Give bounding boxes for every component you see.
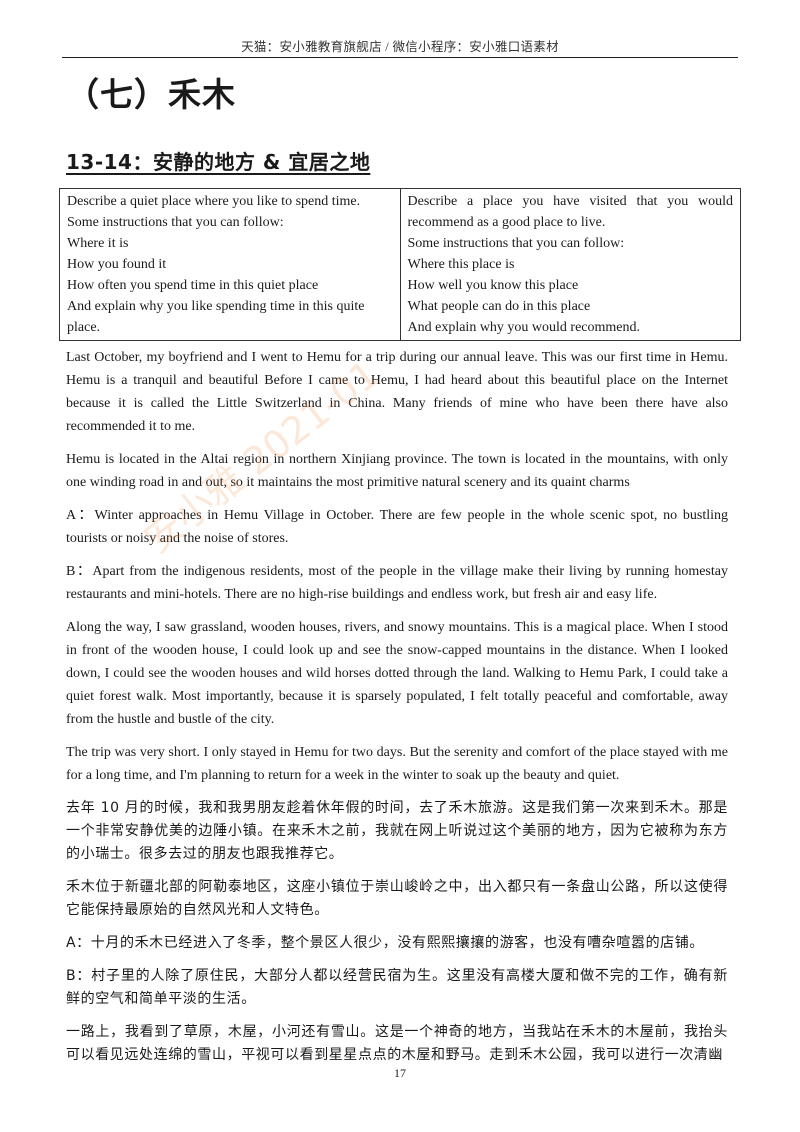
chapter-title: （七）禾木 (66, 75, 236, 114)
section-title: 13-14：安静的地方 & 宜居之地 (66, 150, 371, 174)
cue-line: How often you spend time in this quiet p… (67, 278, 319, 293)
paragraph-en: Last October, my boyfriend and I went to… (66, 350, 728, 434)
cue-line: Describe a place you have visited that y… (407, 194, 734, 230)
header-divider (62, 57, 738, 58)
cue-line: Some instructions that you can follow: (67, 215, 284, 230)
paragraph-zh: 去年 10 月的时候，我和我男朋友趁着休年假的时间，去了禾木旅游。这是我们第一次… (66, 800, 728, 862)
cue-card-right: Describe a place you have visited that y… (399, 188, 741, 341)
paragraph-zh: A：十月的禾木已经进入了冬季，整个景区人很少，没有熙熙攘攘的游客，也没有嘈杂喧嚣… (66, 935, 704, 951)
cue-line: Describe a quiet place where you like to… (67, 194, 361, 209)
article-body: Last October, my boyfriend and I went to… (66, 346, 728, 1077)
paragraph-en: Along the way, I saw grassland, wooden h… (66, 620, 728, 727)
page-header: 天猫：安小雅教育旗舰店 / 微信小程序：安小雅口语素材 (241, 40, 559, 54)
cue-line: How well you know this place (407, 278, 579, 293)
cue-card-left: Describe a quiet place where you like to… (59, 188, 401, 341)
paragraph-en: Hemu is located in the Altai region in n… (66, 452, 728, 490)
cue-card-table: Describe a quiet place where you like to… (59, 188, 741, 341)
cue-line: What people can do in this place (407, 299, 591, 314)
cue-line: And explain why you like spending time i… (67, 299, 365, 335)
cue-line: And explain why you would recommend. (407, 320, 641, 335)
paragraph-en: The trip was very short. I only stayed i… (66, 745, 728, 783)
cue-line: Where this place is (407, 257, 515, 272)
page-number: 17 (394, 1066, 406, 1080)
paragraph-zh: 禾木位于新疆北部的阿勒泰地区，这座小镇位于崇山峻岭之中，出入都只有一条盘山公路，… (66, 879, 728, 918)
cue-line: Some instructions that you can follow: (407, 236, 625, 251)
paragraph-zh: 一路上，我看到了草原，木屋，小河还有雪山。这是一个神奇的地方，当我站在禾木的木屋… (66, 1024, 728, 1063)
paragraph-en: A：Winter approaches in Hemu Village in O… (66, 508, 728, 546)
cue-line: How you found it (67, 257, 167, 272)
paragraph-zh: B：村子里的人除了原住民，大部分人都以经营民宿为生。这里没有高楼大厦和做不完的工… (66, 968, 728, 1007)
paragraph-en: B：Apart from the indigenous residents, m… (66, 564, 728, 602)
cue-line: Where it is (67, 236, 129, 251)
